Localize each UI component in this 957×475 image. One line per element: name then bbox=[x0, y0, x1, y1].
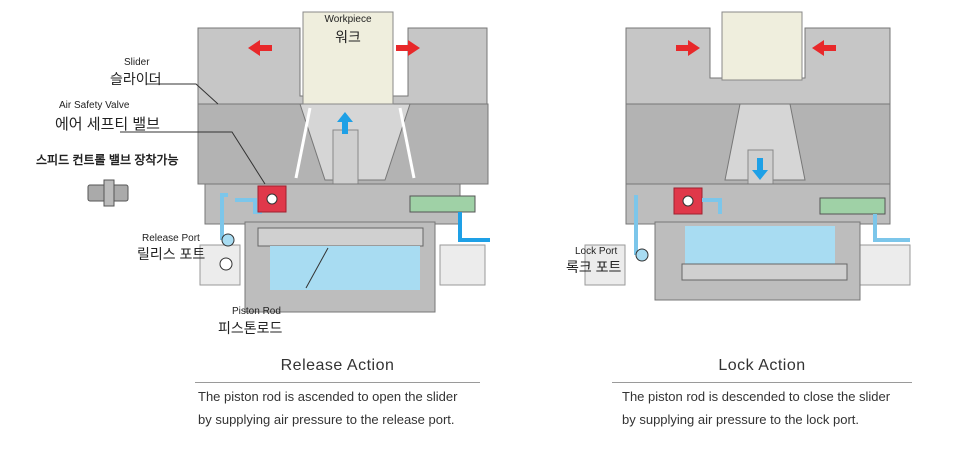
release-port-label-en: Release Port bbox=[142, 233, 200, 244]
speed-control-label: 스피드 컨트롤 밸브 장착가능 bbox=[36, 153, 179, 167]
piston-rod-label-ko: 피스톤로드 bbox=[218, 320, 283, 336]
piston bbox=[681, 263, 848, 281]
valve-label-en: Air Safety Valve bbox=[59, 100, 130, 111]
rod-up-arrow bbox=[337, 112, 353, 134]
workpiece bbox=[302, 11, 394, 105]
lock-port-label-ko: 록크 포트 bbox=[566, 259, 622, 275]
slider-close-arrow-right bbox=[812, 40, 836, 56]
left-pipe bbox=[584, 244, 626, 286]
release-title: Release Action bbox=[280, 357, 395, 374]
release-diagram bbox=[87, 11, 490, 313]
slider-open-arrow-right bbox=[396, 40, 420, 56]
release-desc-1: The piston rod is ascended to open the s… bbox=[198, 389, 458, 404]
release-divider bbox=[195, 382, 480, 383]
piston bbox=[257, 227, 424, 247]
lock-divider bbox=[612, 382, 912, 383]
lock-desc-2: by supplying air pressure to the lock po… bbox=[622, 412, 860, 427]
cone-guide bbox=[724, 103, 806, 181]
air-chamber bbox=[685, 226, 835, 264]
workpiece-label-ko: 워크 bbox=[335, 29, 361, 45]
workpiece bbox=[721, 11, 803, 81]
valve-label-ko: 에어 세프티 밸브 bbox=[55, 116, 160, 133]
workpiece-label-en: Workpiece bbox=[324, 14, 372, 25]
lock-port-label-en: Lock Port bbox=[575, 246, 618, 257]
slider-open-arrow-left bbox=[248, 40, 272, 56]
speed-control-valve bbox=[409, 195, 476, 213]
piston-rod-label-en: Piston Rod bbox=[232, 306, 281, 317]
release-port-label-ko: 릴리스 포트 bbox=[137, 246, 206, 262]
right-pipe bbox=[439, 244, 486, 286]
slider-label-ko: 슬라이더 bbox=[110, 71, 162, 87]
rod-down-arrow bbox=[752, 158, 768, 180]
air-chamber bbox=[270, 246, 420, 290]
speed-fitting-icon bbox=[87, 179, 129, 207]
slider-label-en: Slider bbox=[124, 57, 150, 68]
lock-diagram bbox=[584, 11, 911, 301]
release-desc-2: by supplying air pressure to the release… bbox=[198, 412, 455, 427]
lock-title: Lock Action bbox=[718, 357, 806, 374]
speed-control-valve bbox=[819, 197, 886, 215]
lock-desc-1: The piston rod is descended to close the… bbox=[622, 389, 891, 404]
right-pipe bbox=[859, 244, 911, 286]
slider-close-arrow-left bbox=[676, 40, 700, 56]
